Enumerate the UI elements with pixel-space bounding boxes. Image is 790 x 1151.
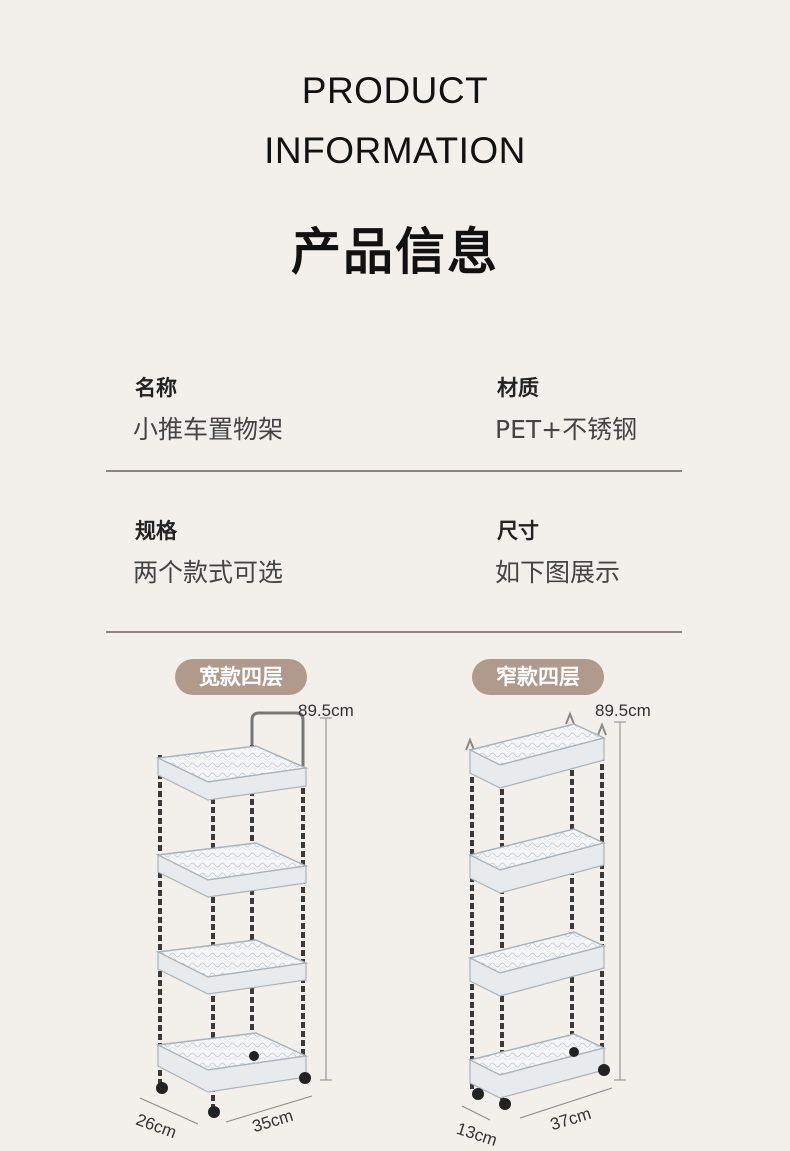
spec-value-name: 小推车置物架 [133,415,284,444]
variant-badge-wide: 宽款四层 [175,659,307,695]
title-information: INFORMATION [264,130,526,171]
divider [106,631,682,633]
spec-value-size: 如下图展示 [495,558,621,587]
spec-label-spec: 规格 [135,519,177,543]
spec-label-name: 名称 [135,376,177,400]
divider [106,470,682,472]
narrow-height-label: 89.5cm [595,701,651,720]
wide-height-label: 89.5cm [298,701,354,720]
spec-value-spec: 两个款式可选 [133,558,284,587]
spec-value-material: PET+不锈钢 [495,415,638,444]
title-cn: 产品信息 [291,223,499,281]
title-product: PRODUCT [301,70,489,111]
narrow-four-tier-rack [461,711,626,1121]
variant-badge-narrow: 窄款四层 [472,659,604,695]
spec-label-size: 尺寸 [497,519,539,543]
spec-label-material: 材质 [497,376,539,400]
wide-four-tier-rack [139,711,332,1125]
